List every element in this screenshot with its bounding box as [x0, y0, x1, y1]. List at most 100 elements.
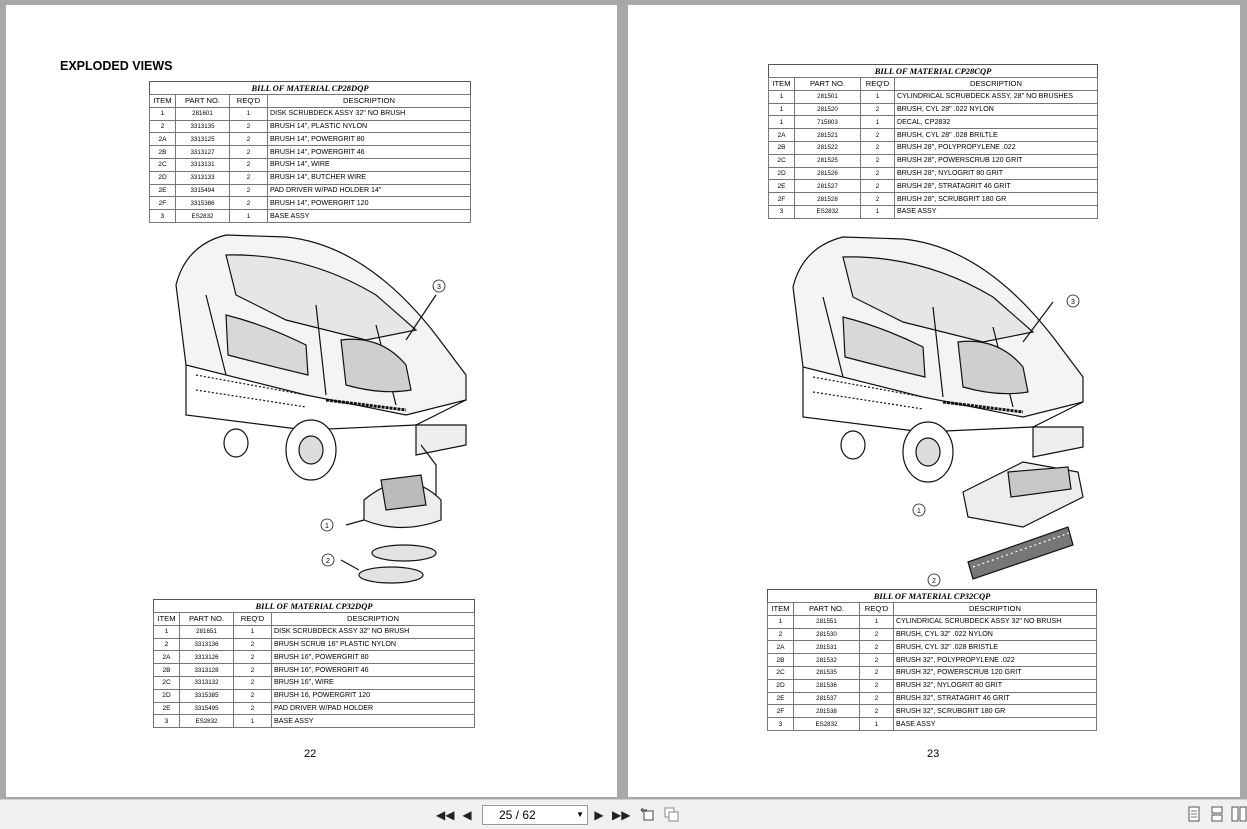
back-icon[interactable]: [638, 806, 656, 824]
two-page-view-icon[interactable]: [1230, 806, 1247, 824]
description-cell: BRUSH 16, POWERGRIT 120: [271, 688, 475, 703]
page-number-select[interactable]: 25 / 62 ▼: [482, 805, 588, 825]
viewer-toolbar: ◀◀ ◀ 25 / 62 ▼ ▶ ▶▶: [0, 799, 1247, 829]
description-cell: BRUSH 14", WIRE: [267, 157, 471, 172]
description-cell: BRUSH 28", POLYPROPYLENE .022: [894, 140, 1098, 155]
item-cell: 3: [153, 714, 180, 729]
bom-column-header: REQ'D: [860, 77, 895, 91]
part-number-cell: 281531: [793, 640, 860, 655]
description-cell: BRUSH 14", BUTCHER WIRE: [267, 170, 471, 185]
quantity-cell: 2: [859, 627, 894, 642]
quantity-cell: 2: [229, 157, 268, 172]
part-number-cell: 281521: [794, 128, 861, 142]
quantity-cell: 2: [233, 688, 272, 703]
item-cell: 2B: [149, 145, 176, 159]
part-number-cell: 3313126: [179, 650, 234, 665]
item-cell: 2D: [149, 170, 176, 185]
quantity-cell: 2: [859, 640, 894, 655]
quantity-cell: 2: [233, 637, 272, 652]
description-cell: BRUSH 28", POWERSCRUB 120 GRIT: [894, 153, 1098, 168]
quantity-cell: 2: [860, 179, 895, 194]
part-number-cell: 281501: [794, 89, 861, 104]
item-cell: 3: [149, 209, 176, 223]
item-cell: 2F: [767, 704, 794, 719]
callout-label: 2: [932, 578, 936, 585]
quantity-cell: 2: [229, 132, 268, 147]
description-cell: DECAL, CP2832: [894, 115, 1098, 130]
item-cell: 1: [768, 115, 795, 130]
description-cell: BRUSH 16", POWERGRIT 80: [271, 650, 475, 665]
part-number-cell: 281601: [175, 106, 230, 121]
quantity-cell: 2: [860, 102, 895, 117]
item-cell: 1: [768, 102, 795, 117]
quantity-cell: 1: [860, 204, 895, 219]
part-number-cell: ES2832: [175, 209, 230, 223]
part-number-cell: 281538: [793, 704, 860, 719]
callout-1: [912, 503, 926, 517]
description-cell: BRUSH 14", POWERGRIT 46: [267, 145, 471, 159]
description-cell: BRUSH SCRUB 16" PLASTIC NYLON: [271, 637, 475, 652]
item-cell: 3: [767, 717, 794, 731]
single-page-view-icon[interactable]: [1185, 806, 1203, 824]
quantity-cell: 2: [860, 192, 895, 206]
item-cell: 2: [767, 627, 794, 642]
bom-column-header: ITEM: [767, 602, 794, 616]
part-number-cell: 3315386: [175, 196, 230, 211]
next-page-icon[interactable]: ▶: [594, 808, 604, 822]
part-number-cell: 3313136: [179, 637, 234, 652]
part-number-cell: 3313133: [175, 170, 230, 185]
description-cell: PAD DRIVER W/PAD HOLDER: [271, 701, 475, 716]
description-cell: BRUSH 32", STRATAGRIT 46 GRIT: [893, 691, 1097, 706]
bom-column-header: DESCRIPTION: [893, 602, 1097, 616]
part-number-cell: 281526: [794, 166, 861, 181]
quantity-cell: 2: [859, 704, 894, 719]
prev-page-icon[interactable]: ◀: [462, 808, 472, 822]
part-number-cell: ES2832: [793, 717, 860, 731]
bom-column-header: ITEM: [768, 77, 795, 91]
description-cell: CYLINDRICAL SCRUBDECK ASSY 32" NO BRUSH: [893, 614, 1097, 629]
part-number-cell: 281537: [793, 691, 860, 706]
callout-1: [320, 518, 334, 532]
quantity-cell: 1: [859, 614, 894, 629]
bom-column-header: ITEM: [153, 612, 180, 626]
bom-column-header: DESCRIPTION: [267, 94, 471, 108]
quantity-cell: 1: [233, 714, 272, 729]
quantity-cell: 1: [860, 115, 895, 130]
quantity-cell: 2: [860, 140, 895, 155]
first-page-icon[interactable]: ◀◀: [436, 808, 455, 822]
part-number-cell: 3315494: [175, 183, 230, 198]
item-cell: 2E: [149, 183, 176, 198]
last-page-icon[interactable]: ▶▶: [612, 808, 631, 822]
quantity-cell: 2: [859, 691, 894, 706]
part-number-cell: 3313127: [175, 145, 230, 159]
continuous-view-icon[interactable]: [1208, 806, 1226, 824]
part-number-cell: 3315495: [179, 701, 234, 716]
description-cell: BRUSH 28", SCRUBGRIT 180 GR: [894, 192, 1098, 206]
part-number-cell: 281530: [793, 627, 860, 642]
forward-icon[interactable]: [662, 806, 680, 824]
description-cell: BASE ASSY: [271, 714, 475, 729]
quantity-cell: 2: [860, 153, 895, 168]
description-cell: BRUSH 16", POWERGRIT 46: [271, 663, 475, 677]
description-cell: DISK SCRUBDECK ASSY 32" NO BRUSH: [267, 106, 471, 121]
callout-2: [321, 553, 335, 567]
bom-title: BILL OF MATERIAL CP28DQP: [149, 81, 471, 94]
part-number-cell: 281522: [794, 140, 861, 155]
